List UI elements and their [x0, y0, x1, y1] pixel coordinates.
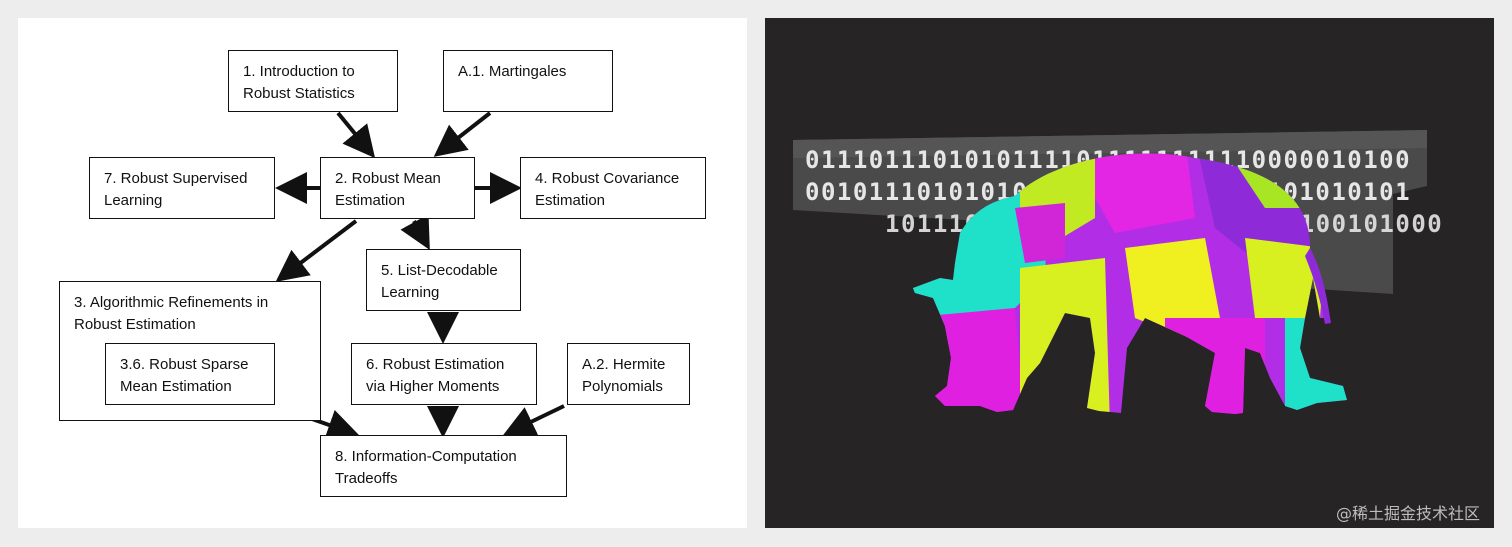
box-label-line: Tradeoffs — [335, 470, 398, 487]
arrow-1-to-2 — [336, 111, 376, 159]
box-label-line: Estimation — [335, 192, 406, 209]
box-label-line: 7. Robust Supervised — [104, 170, 248, 187]
box-label-line: 3. Algorithmic Refinements in — [74, 294, 269, 311]
elephant-image — [913, 153, 1347, 414]
watermark-text: @稀土掘金技术社区 — [1335, 504, 1480, 523]
box-label-line: 8. Information-Computation — [335, 448, 517, 465]
box-robust-mean-estimation: 2. Robust Mean Estimation — [320, 157, 475, 219]
box-martingales: A.1. Martingales — [443, 50, 613, 112]
box-robust-covariance-estimation: 4. Robust Covariance Estimation — [520, 157, 706, 219]
arrow-a1-to-2 — [433, 111, 492, 157]
box-label-line: Mean Estimation — [120, 378, 232, 395]
box-label-line: 4. Robust Covariance — [535, 170, 680, 187]
box-robust-supervised-learning: 7. Robust Supervised Learning — [89, 157, 275, 219]
box-label-line: Estimation — [535, 192, 606, 209]
dependency-arrows — [274, 111, 565, 441]
box-label-line: Learning — [104, 192, 163, 209]
box-label-line: 1. Introduction to — [243, 63, 355, 80]
chapter-dependency-diagram: 1. Introduction to Robust Statistics A.1… — [18, 18, 747, 528]
box-hermite-polynomials: A.2. Hermite Polynomials — [567, 343, 690, 405]
box-label-line: 5. List-Decodable — [381, 262, 498, 279]
box-label-line: 3.6. Robust Sparse — [120, 356, 249, 373]
box-list-decodable-learning: 5. List-Decodable Learning — [366, 249, 521, 311]
box-robust-sparse-mean-estimation: 3.6. Robust Sparse Mean Estimation — [105, 343, 275, 405]
box-label-line: A.2. Hermite — [582, 356, 666, 373]
box-label-line: Robust Estimation — [74, 316, 196, 333]
box-robust-estimation-higher-moments: 6. Robust Estimation via Higher Moments — [351, 343, 537, 405]
elephant-binary-illustration: 01110111010101111011111111110000010100 0… — [765, 18, 1494, 528]
box-intro-robust-statistics: 1. Introduction to Robust Statistics — [228, 50, 398, 112]
box-label-line: 2. Robust Mean — [335, 170, 441, 187]
arrow-2-to-3 — [275, 219, 358, 282]
box-information-computation-tradeoffs: 8. Information-Computation Tradeoffs — [320, 435, 567, 497]
box-label-line: Polynomials — [582, 378, 663, 395]
arrow-a2-to-8 — [502, 404, 565, 437]
box-label-line: A.1. Martingales — [458, 63, 567, 80]
box-label-line: Robust Statistics — [243, 85, 355, 102]
box-label-line: Learning — [381, 284, 440, 301]
arrow-2-to-5 — [400, 214, 430, 251]
box-label-line: via Higher Moments — [366, 378, 500, 395]
box-label-line: 6. Robust Estimation — [366, 356, 505, 373]
